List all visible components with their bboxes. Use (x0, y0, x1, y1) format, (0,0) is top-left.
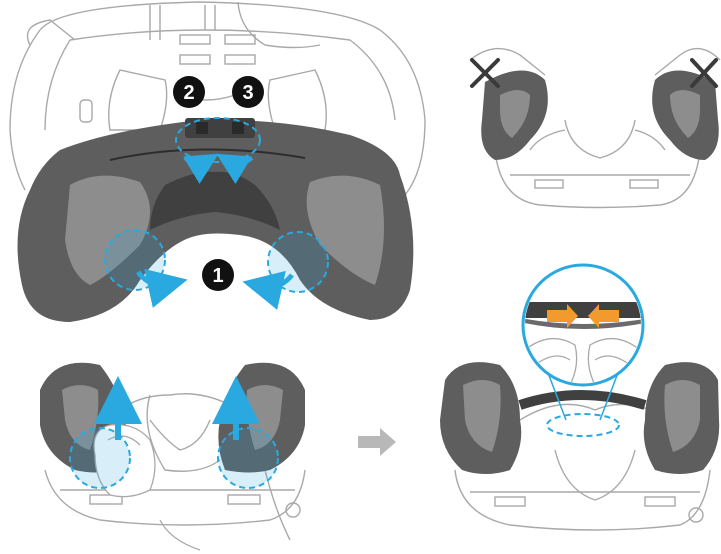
highlight-left-latch (105, 230, 165, 290)
svg-text:1: 1 (212, 265, 223, 287)
highlight-right-latch (268, 232, 328, 292)
step-badge-2: 2 (173, 76, 205, 108)
svg-text:2: 2 (183, 82, 194, 104)
magnified-callout (520, 265, 650, 385)
highlight-right-edge (218, 428, 278, 488)
panel-attached-face-cushion (440, 265, 719, 530)
right-arrow-icon (358, 428, 396, 456)
panel-lift-cushion-edges (40, 363, 305, 550)
step-badge-3: 3 (232, 76, 264, 108)
panel-remove-face-cushion: 2 3 1 (10, 2, 425, 322)
step-badge-1: 1 (202, 259, 234, 291)
face-cushion (18, 120, 414, 322)
svg-text:3: 3 (242, 82, 253, 104)
highlight-clip-area (547, 414, 619, 436)
panel-incorrect-attachment (470, 49, 720, 208)
